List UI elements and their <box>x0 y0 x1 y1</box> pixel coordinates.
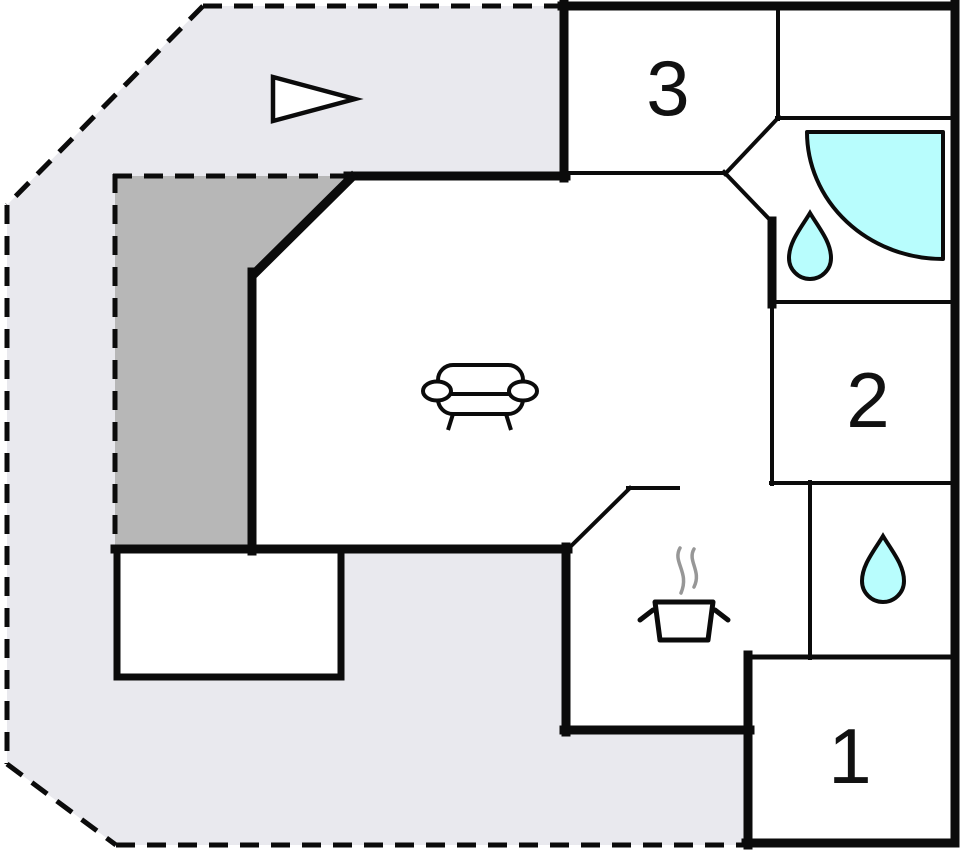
terrace-boundary-topleft-diagonal <box>5 4 205 207</box>
wall-room3-diagonal <box>722 114 782 177</box>
shower-icon <box>805 130 945 261</box>
terrace-boundary-bottomleft-diagonal <box>5 761 118 848</box>
sofa-armrest-left <box>421 379 453 403</box>
sofa-leg-right <box>504 413 513 431</box>
room-3-label: 3 <box>646 44 689 132</box>
annex-area <box>115 176 348 549</box>
exterior-walls <box>110 0 960 850</box>
water-drop-wc-icon <box>859 532 907 604</box>
house-interior <box>252 6 956 845</box>
terrace-dashed-boundary <box>4 3 746 848</box>
wall-shower-diagonal <box>721 169 776 226</box>
stove-pot-icon <box>637 546 731 643</box>
steam-icon <box>676 546 699 595</box>
steam-line-left <box>676 546 686 595</box>
pennant-icon <box>270 74 364 124</box>
wall-living-diagonal <box>247 170 359 281</box>
wall-kitchen-divider-diagonal <box>565 485 633 552</box>
sofa-icon <box>421 363 539 431</box>
sofa-armrest-right <box>507 379 539 403</box>
pot-body <box>652 599 716 643</box>
interior-walls <box>564 3 957 660</box>
pot-handle-right <box>712 607 731 623</box>
water-drop-bath-icon <box>786 209 834 281</box>
room-1-label: 1 <box>828 712 871 800</box>
room-2-label: 2 <box>846 356 889 444</box>
storage-room <box>113 545 345 681</box>
steam-line-right <box>690 547 699 589</box>
pot-handle-left <box>637 607 656 623</box>
sofa-leg-left <box>446 413 455 431</box>
